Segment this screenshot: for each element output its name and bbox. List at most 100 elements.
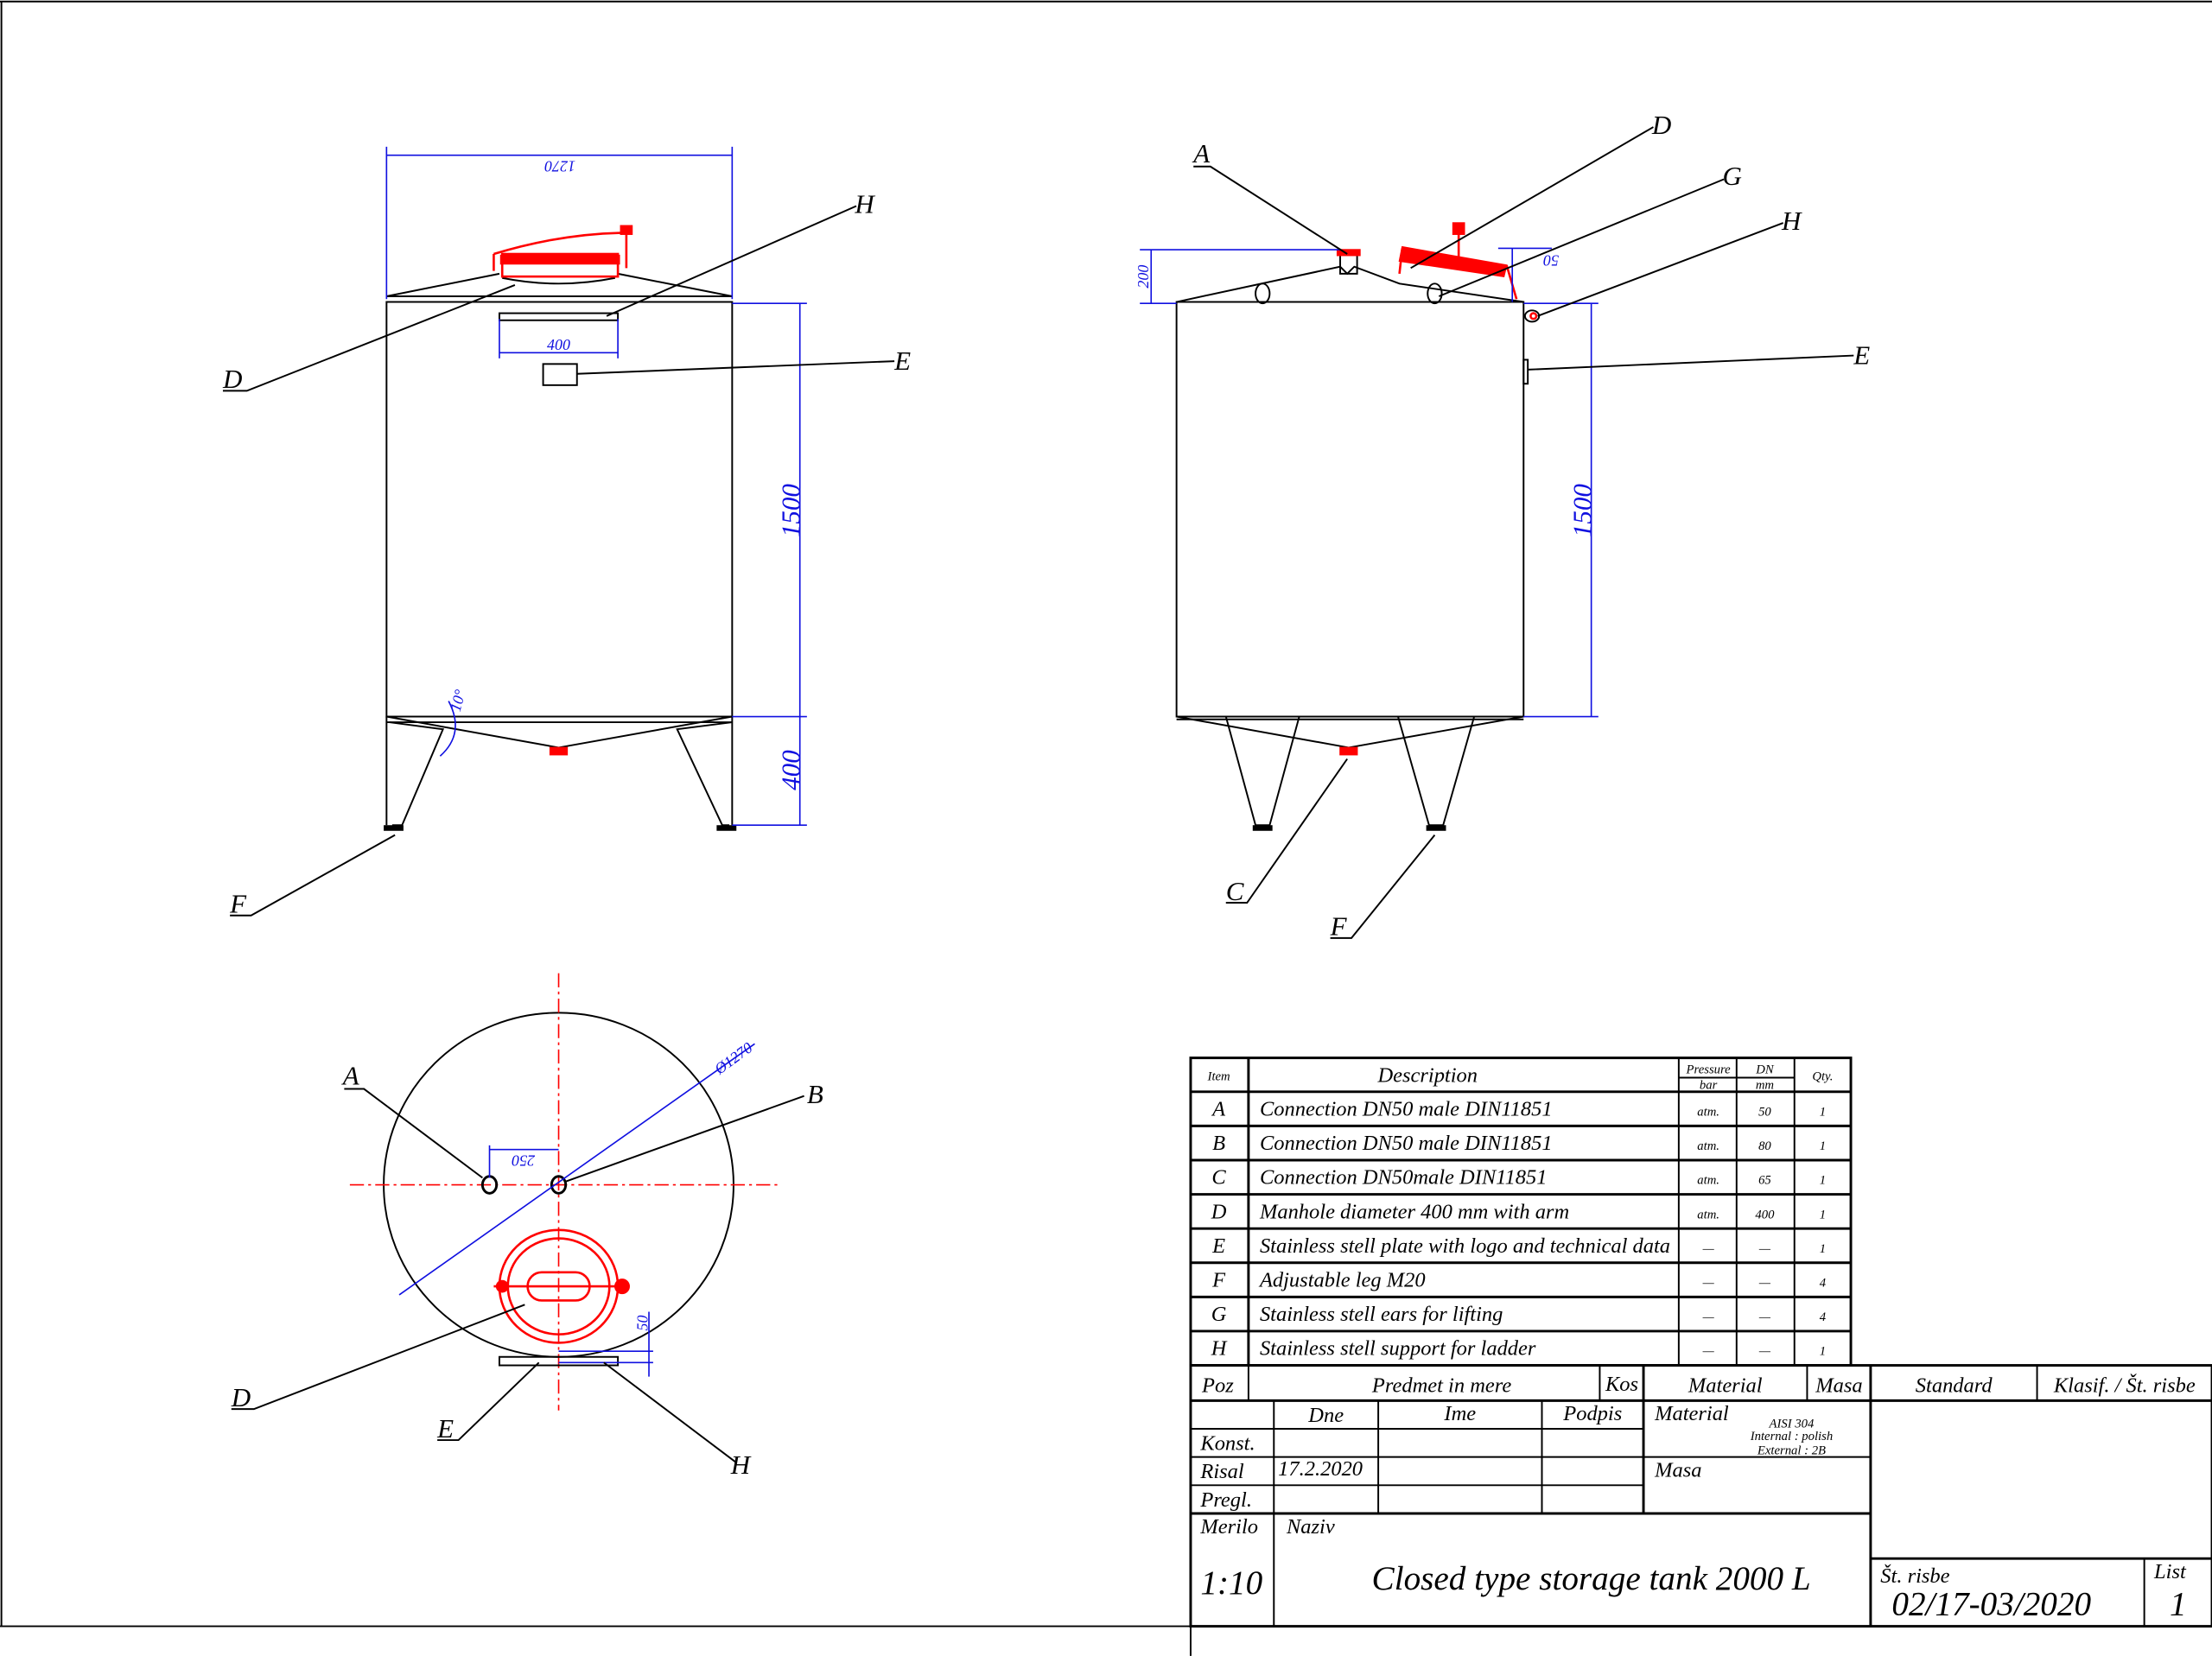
cell-item: E <box>1211 1234 1225 1258</box>
manhole-plan <box>493 1228 630 1344</box>
cell-description: Connection DN50 male DIN11851 <box>1260 1132 1553 1155</box>
label-h-plan: H <box>730 1450 752 1480</box>
cell-pressure: atm. <box>1697 1208 1719 1221</box>
cell-qty: 1 <box>1820 1139 1826 1153</box>
cell-dn: 65 <box>1758 1174 1771 1188</box>
label-g: G <box>1722 161 1741 191</box>
dim-support: 50 <box>633 1316 651 1331</box>
tb-naziv: Naziv <box>1286 1515 1335 1539</box>
cell-dn: — <box>1758 1310 1771 1324</box>
tb-st-risbe: Št. risbe <box>1880 1564 1949 1588</box>
cell-item: A <box>1211 1098 1226 1121</box>
label-e-side: E <box>1853 339 1870 370</box>
label-d-plan: D <box>231 1382 251 1412</box>
tb-material-label: Material <box>1654 1402 1729 1425</box>
header-pressure-unit: bar <box>1700 1079 1718 1093</box>
label-b: B <box>807 1079 823 1109</box>
cell-item: C <box>1211 1166 1226 1190</box>
drawing-number: 02/17-03/2020 <box>1891 1586 2091 1623</box>
header-description: Description <box>1376 1063 1478 1087</box>
cell-dn: 400 <box>1755 1208 1775 1221</box>
tb-material-grade: AISI 304 <box>1769 1417 1815 1431</box>
tb-standard: Standard <box>1916 1374 1993 1398</box>
table-row: A Connection DN50 male DIN11851 atm. 50 1 <box>1190 1098 1852 1127</box>
cell-item: H <box>1211 1337 1228 1361</box>
tb-list-number: 1 <box>2170 1586 2187 1623</box>
cell-qty: 4 <box>1820 1277 1827 1291</box>
tb-dne: Dne <box>1307 1404 1344 1427</box>
tb-predmet: Predmet in mere <box>1371 1374 1511 1398</box>
dim-manhole: 400 <box>547 336 570 353</box>
tb-merilo: Merilo <box>1199 1515 1258 1539</box>
cell-pressure: atm. <box>1697 1174 1719 1188</box>
label-a: A <box>1192 138 1211 168</box>
cell-pressure: — <box>1702 1345 1715 1359</box>
dim-height-side: 1500 <box>1567 484 1598 538</box>
plate-front <box>542 363 578 386</box>
tb-list-label: List <box>2153 1560 2187 1583</box>
label-c: C <box>1226 876 1244 906</box>
cell-pressure: — <box>1702 1310 1715 1324</box>
cell-dn: 80 <box>1758 1139 1771 1153</box>
cell-description: Manhole diameter 400 mm with arm <box>1259 1200 1569 1223</box>
label-f: F <box>229 888 247 918</box>
tb-scale: 1:10 <box>1200 1564 1262 1602</box>
cell-pressure: — <box>1702 1242 1715 1256</box>
dim-legs: 400 <box>776 750 806 790</box>
drawing-title: Closed type storage tank 2000 L <box>1372 1560 1811 1597</box>
header-pressure: Pressure <box>1686 1063 1732 1077</box>
label-e-plan: E <box>436 1413 454 1443</box>
tb-risal: Risal <box>1199 1460 1244 1483</box>
cell-qty: 1 <box>1820 1174 1826 1188</box>
label-d: D <box>222 364 242 394</box>
dim-height: 1500 <box>776 484 806 538</box>
tb-pregl: Pregl. <box>1199 1488 1252 1512</box>
cell-dn: — <box>1758 1277 1771 1291</box>
plan-view: Ø1270 250 50 A B D E H <box>231 973 823 1480</box>
label-a-plan: A <box>341 1061 360 1091</box>
tb-ime: Ime <box>1443 1402 1476 1425</box>
manhole-front <box>493 225 633 278</box>
cell-description: Connection DN50 male DIN11851 <box>1260 1098 1553 1121</box>
dim-cone: 200 <box>1135 265 1152 289</box>
label-h: H <box>854 189 875 219</box>
tb-risal-date: 17.2.2020 <box>1278 1457 1363 1481</box>
cell-description: Adjustable leg M20 <box>1258 1269 1426 1292</box>
table-row: D Manhole diameter 400 mm with arm atm. 400… <box>1190 1200 1852 1230</box>
header-qty: Qty. <box>1812 1070 1833 1084</box>
cell-item: D <box>1211 1200 1227 1223</box>
cell-qty: 1 <box>1820 1208 1826 1221</box>
dim-angle: 10° <box>447 688 469 713</box>
table-row: C Connection DN50male DIN11851 atm. 65 1 <box>1190 1166 1852 1196</box>
cell-qty: 1 <box>1820 1242 1826 1256</box>
dim-width: 1270 <box>544 157 575 174</box>
tb-material: Material <box>1688 1374 1763 1398</box>
label-h-side: H <box>1781 206 1802 236</box>
tb-klasif: Klasif. / Št. risbe <box>2053 1374 2196 1398</box>
label-d-side: D <box>1651 110 1671 140</box>
cell-item: G <box>1211 1303 1227 1326</box>
dim-offset: 50 <box>1543 252 1559 270</box>
cell-description: Stainless stell support for ladder <box>1260 1337 1536 1361</box>
header-dn: DN <box>1755 1063 1775 1077</box>
cell-pressure: atm. <box>1697 1106 1719 1120</box>
cell-pressure: atm. <box>1697 1139 1719 1153</box>
front-view: 1270 400 1500 400 10° D H E F <box>222 146 911 918</box>
tb-masa-label: Masa <box>1654 1459 1701 1482</box>
side-view: 200 50 1500 A D G H E C F <box>1135 110 1870 941</box>
title-block: Poz Predmet in mere Kos Material Masa St… <box>1189 1364 2212 1628</box>
cell-description: Connection DN50male DIN11851 <box>1260 1166 1548 1190</box>
tb-masa: Masa <box>1815 1374 1862 1398</box>
cell-qty: 1 <box>1820 1106 1826 1120</box>
cell-pressure: — <box>1702 1277 1715 1291</box>
cell-dn: — <box>1758 1242 1771 1256</box>
tb-material-internal: Internal : polish <box>1750 1430 1833 1443</box>
cell-description: Stainless stell ears for lifting <box>1260 1303 1503 1326</box>
cell-dn: 50 <box>1758 1106 1771 1120</box>
cell-description: Stainless stell plate with logo and tech… <box>1260 1234 1670 1258</box>
cell-dn: — <box>1758 1345 1771 1359</box>
tb-podpis: Podpis <box>1562 1402 1622 1425</box>
tb-poz: Poz <box>1201 1374 1234 1398</box>
